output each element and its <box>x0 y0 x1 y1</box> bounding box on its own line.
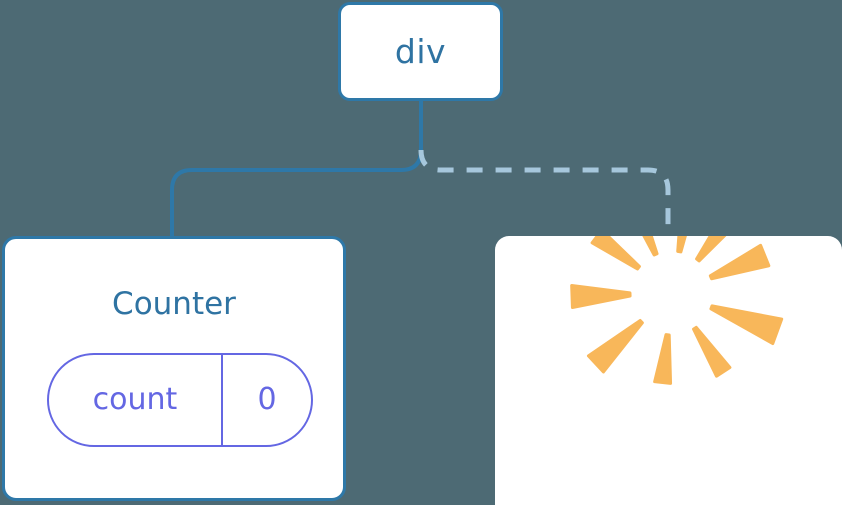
edge-root-to-counter <box>170 149 423 238</box>
burst-ray-6 <box>653 333 673 385</box>
node-counter-label: Counter <box>112 286 236 322</box>
state-value-label: 0 <box>257 382 277 417</box>
state-key-label: count <box>49 355 223 445</box>
burst-ray-7 <box>692 325 732 378</box>
burst-ray-4 <box>570 284 632 309</box>
burst-ray-3 <box>590 236 641 271</box>
state-pill-count[interactable]: count 0 <box>47 353 313 447</box>
burst-ray-8 <box>709 304 784 346</box>
node-div[interactable]: div <box>338 2 503 101</box>
burst-ray-5 <box>586 318 644 374</box>
burst-ray-1 <box>676 236 687 254</box>
edge-root-to-burst <box>418 149 671 238</box>
burst-ray-2 <box>642 236 659 257</box>
burst-ray-9 <box>708 243 771 281</box>
burst-icon <box>570 236 784 385</box>
node-rerender-burst[interactable] <box>495 236 842 505</box>
node-div-label: div <box>394 32 447 71</box>
node-counter[interactable]: Counter count 0 <box>2 236 346 501</box>
burst-ray-10 <box>695 236 727 263</box>
